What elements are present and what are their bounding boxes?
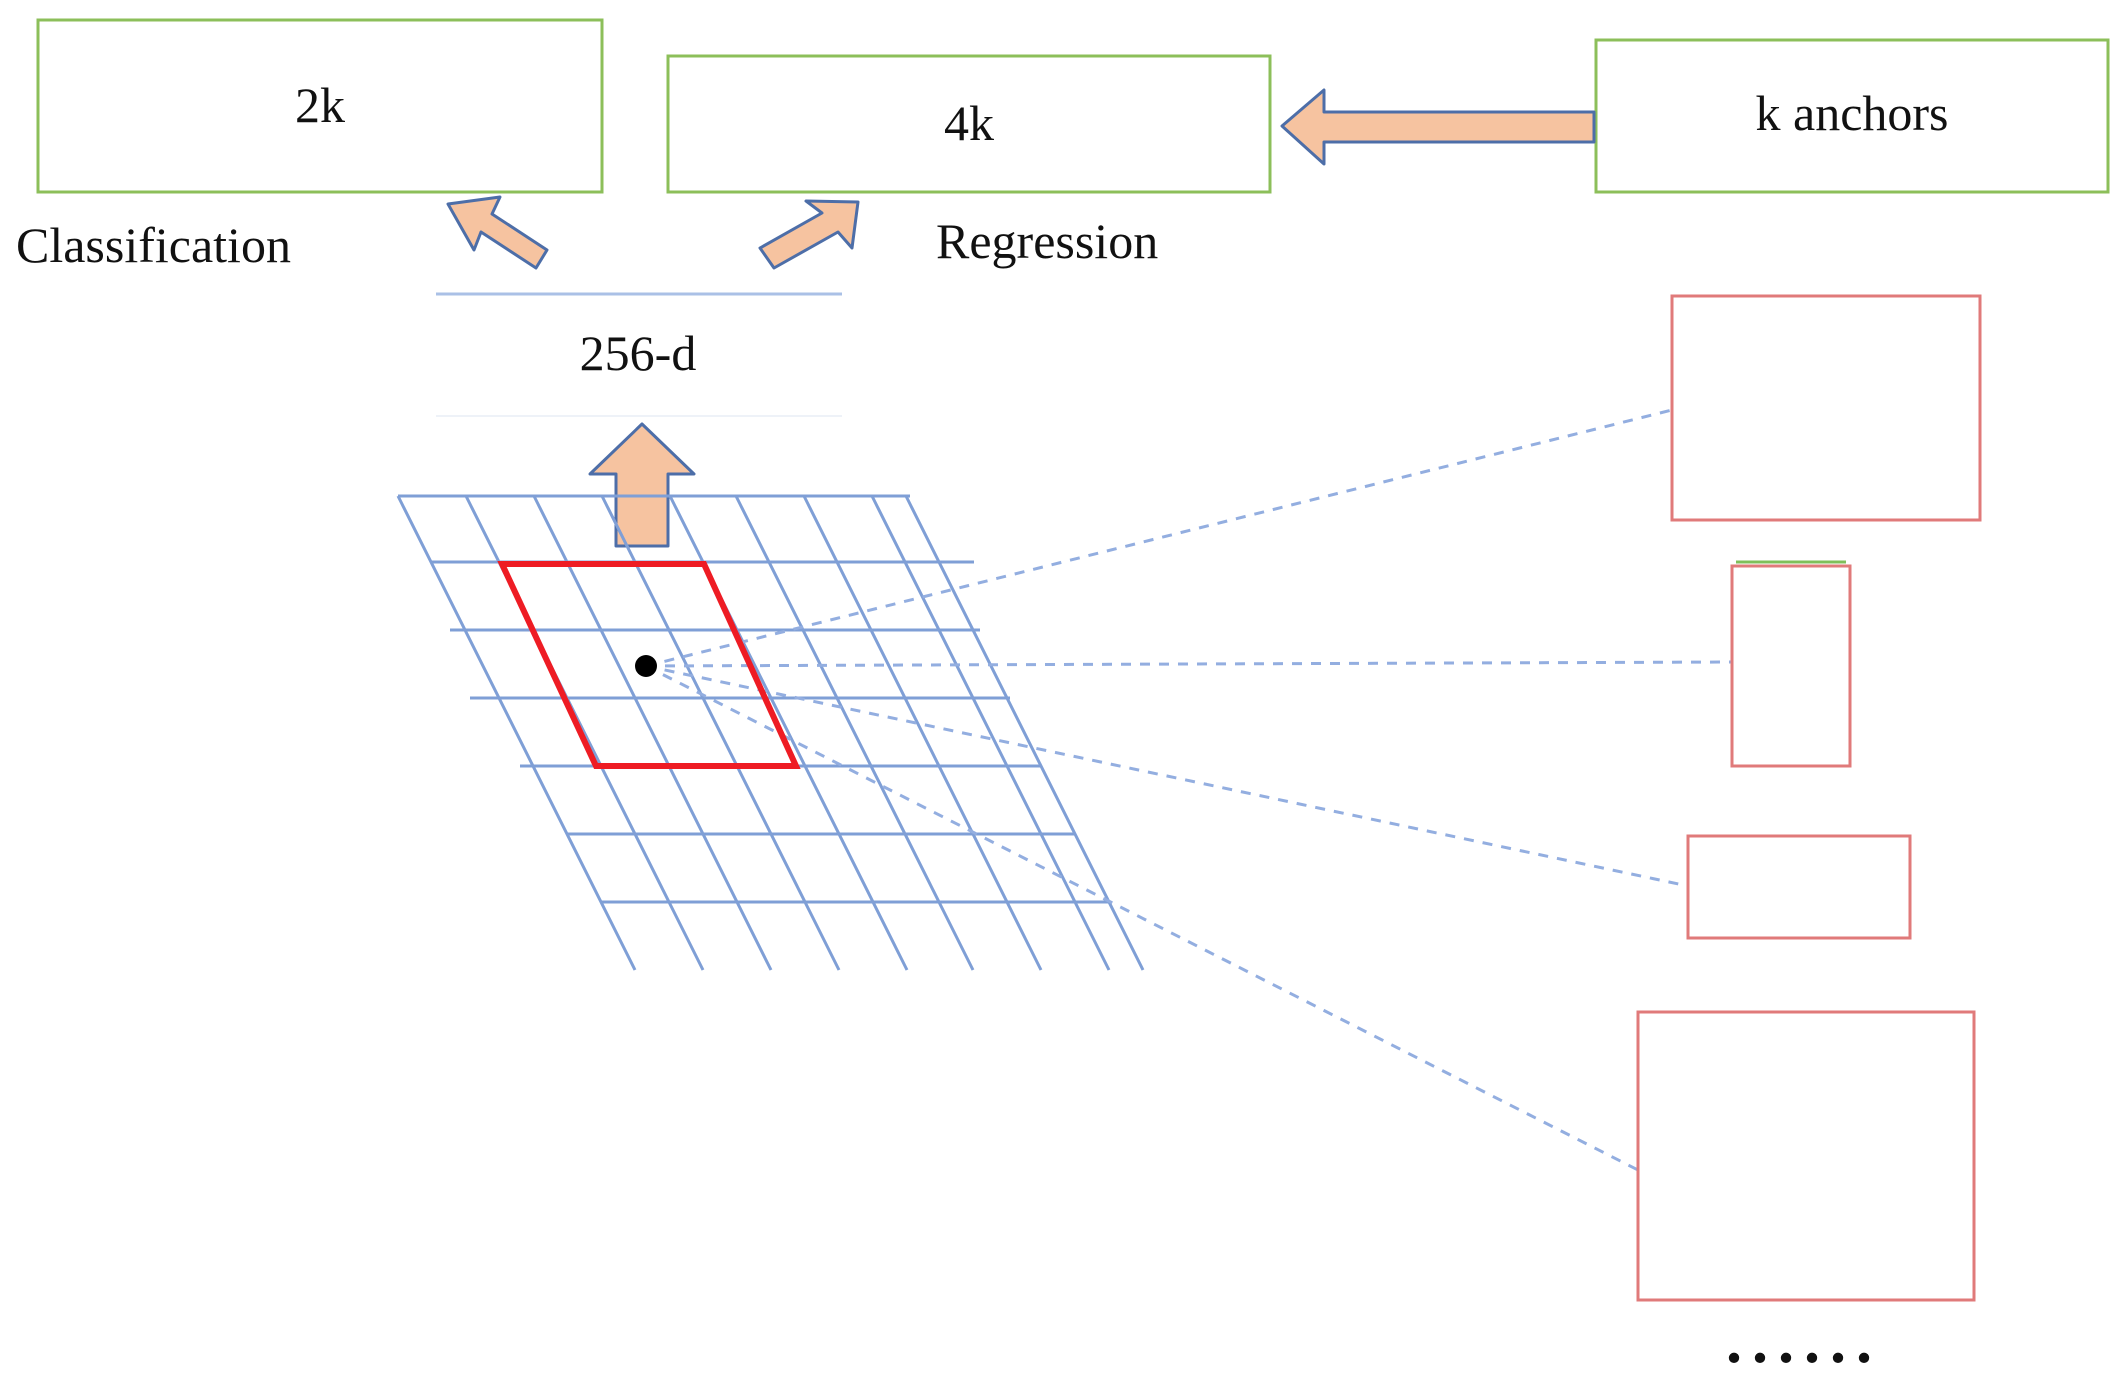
feature-label: 256-d xyxy=(580,325,697,381)
anchors-to-reg-arrow xyxy=(1280,88,1596,166)
anchor-projection-lines xyxy=(645,408,1733,1172)
grid-column-line xyxy=(532,495,773,971)
reg-output-box: 4k xyxy=(666,54,1272,194)
regression-label: Regression xyxy=(936,213,1158,269)
sliding-window xyxy=(497,561,801,769)
feature-map-grid xyxy=(396,494,1145,971)
to-regression-arrow xyxy=(758,199,860,270)
projection-dashed-line xyxy=(645,664,1639,1172)
to-classification-arrow xyxy=(446,195,549,270)
anchor-center-point xyxy=(635,655,657,677)
grid-column-line xyxy=(802,495,1043,971)
projection-dashed-line xyxy=(645,660,1733,668)
anchor-box-1 xyxy=(1670,294,1982,522)
grid-column-line xyxy=(904,495,1145,971)
anchors-box: k anchors xyxy=(1594,38,2110,194)
feature-layer: 256-d xyxy=(436,292,842,417)
grid-column-line xyxy=(396,495,637,971)
anchors-label: k anchors xyxy=(1756,85,1949,141)
anchor-box-4 xyxy=(1636,1010,1976,1302)
projection-dashed-line xyxy=(645,664,1689,888)
reg-output-label: 4k xyxy=(944,95,994,151)
more-anchors-ellipsis: ...... xyxy=(1726,1305,1882,1374)
classification-label: Classification xyxy=(16,217,291,273)
projection-dashed-line xyxy=(645,408,1673,668)
grid-column-line xyxy=(600,495,841,971)
cls-output-label: 2k xyxy=(295,77,345,133)
grid-column-line xyxy=(870,495,1111,971)
grid-column-line xyxy=(734,495,975,971)
grid-to-feature-arrow xyxy=(588,422,696,548)
anchor-box-3 xyxy=(1686,834,1912,940)
cls-output-box: 2k xyxy=(36,18,604,194)
anchor-box-2 xyxy=(1730,564,1852,768)
